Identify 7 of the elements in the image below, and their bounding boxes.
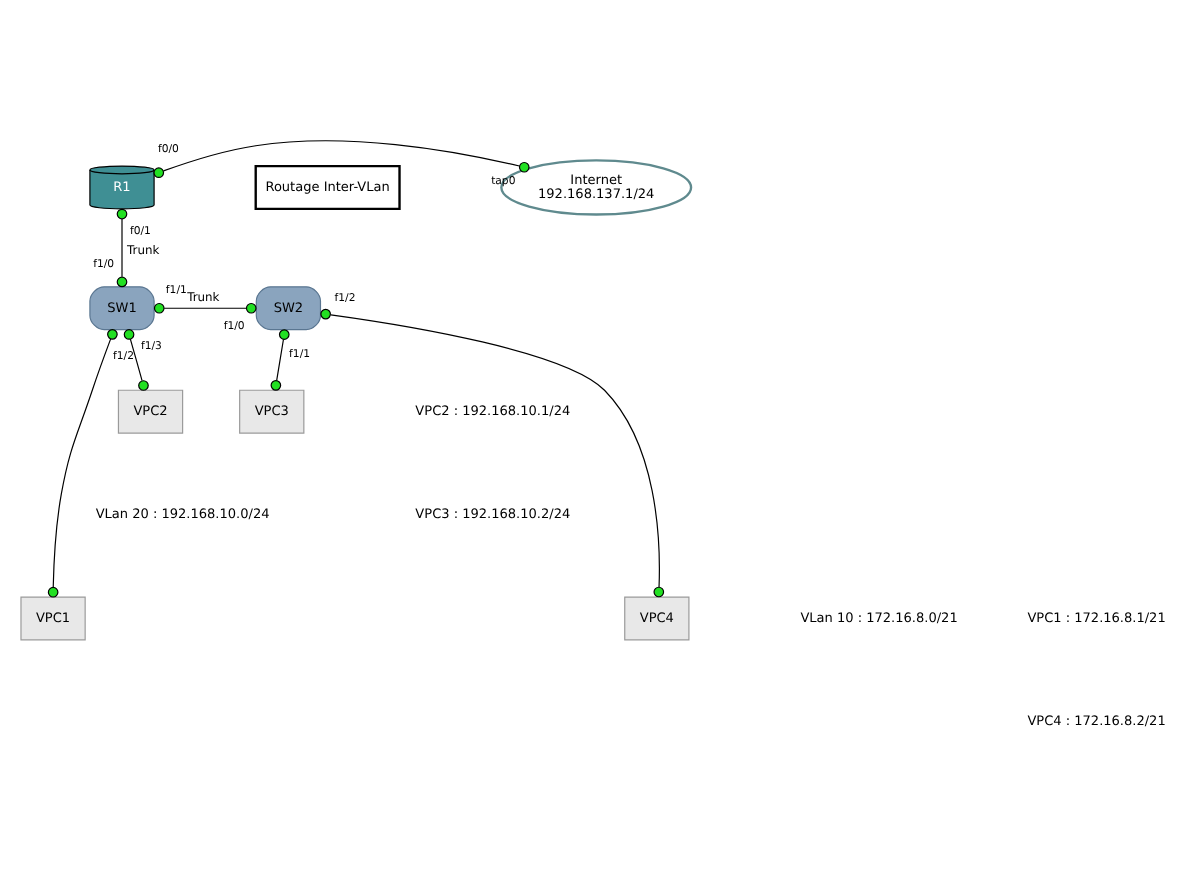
- connector: [320, 308, 665, 598]
- connector: [153, 302, 257, 314]
- connector: [116, 208, 128, 288]
- connector: [123, 329, 149, 391]
- connector: [47, 329, 118, 598]
- connector: [270, 329, 290, 391]
- connector: [153, 140, 530, 179]
